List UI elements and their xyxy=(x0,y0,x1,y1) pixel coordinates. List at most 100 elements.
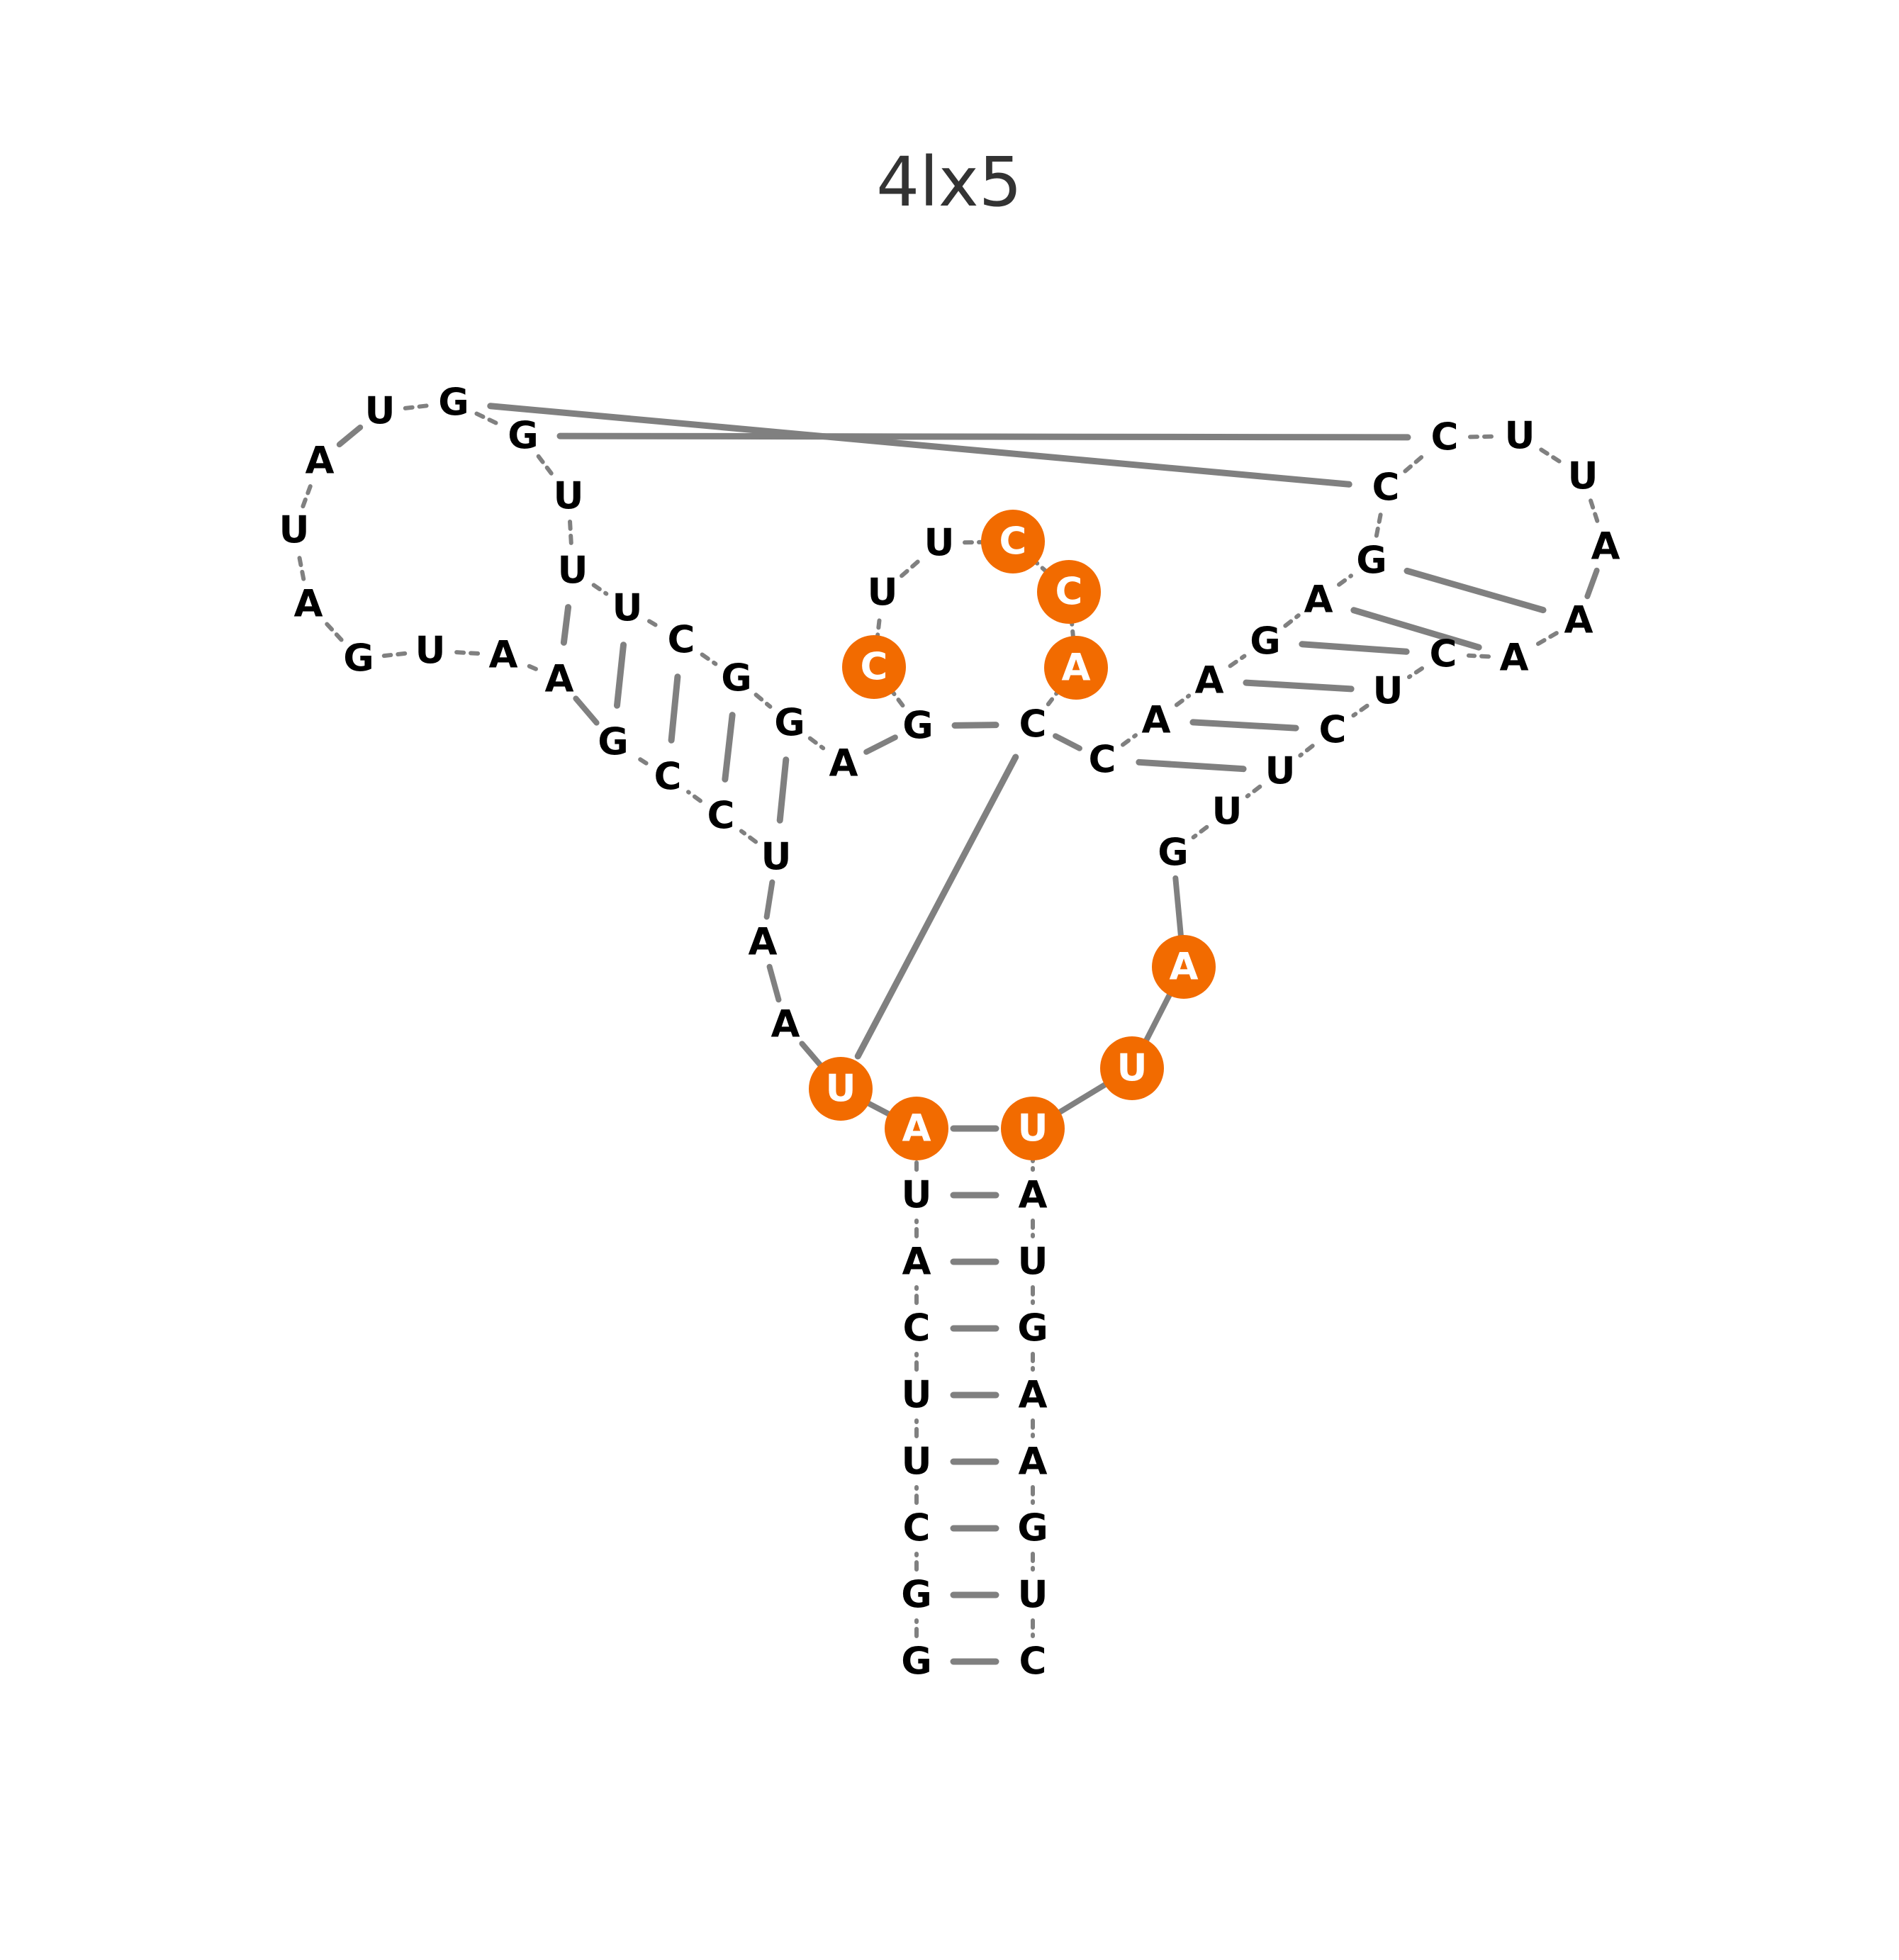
backbone-link xyxy=(1298,744,1315,758)
backbone-link xyxy=(1403,452,1428,474)
backbone-link xyxy=(1534,631,1559,647)
nucleotide-label: U xyxy=(1017,1574,1048,1617)
nucleotide: C xyxy=(1430,633,1457,676)
nucleotide-label: A xyxy=(1194,659,1223,702)
base-pair-bond xyxy=(1404,567,1547,614)
nucleotide-label: G xyxy=(1250,620,1281,663)
nucleotide: A xyxy=(488,634,517,677)
nucleotide-label: A xyxy=(305,439,334,483)
base-pair-bond xyxy=(556,432,1411,441)
nucleotide: C xyxy=(1089,739,1116,782)
nucleotide-highlight-marker xyxy=(885,1097,948,1160)
nucleotide-label: G xyxy=(1158,831,1189,875)
backbone-link xyxy=(1245,784,1262,799)
backbone-link xyxy=(1351,703,1369,718)
nucleotide-label: U xyxy=(1265,750,1295,793)
nucleotide: A xyxy=(1564,599,1593,642)
backbone-link xyxy=(766,963,782,1003)
nucleotide: A xyxy=(1141,699,1170,742)
diagram-title: 4lx5 xyxy=(876,142,1022,222)
nucleotide: A xyxy=(1591,525,1620,569)
highlighted-nucleotide: A xyxy=(1044,636,1108,700)
base-pair-bond xyxy=(560,604,572,646)
nucleotide: C xyxy=(1431,416,1459,459)
nucleotide: C xyxy=(903,1307,931,1350)
nucleotide: G xyxy=(508,415,539,458)
nucleotide-label: U xyxy=(825,1068,856,1111)
nucleotide-label: A xyxy=(748,921,777,964)
nucleotide: A xyxy=(1499,637,1528,680)
nucleotide-label: U xyxy=(1504,415,1535,458)
nucleotide-label: A xyxy=(771,1003,800,1046)
nucleotide: U xyxy=(901,1374,931,1417)
highlighted-nucleotide: C xyxy=(981,510,1045,573)
nucleotide-label: A xyxy=(293,583,323,626)
base-pair-bond xyxy=(776,756,790,824)
nucleotide: G xyxy=(721,657,752,700)
nucleotide-label: G xyxy=(1356,539,1387,583)
nucleotide-highlight-marker xyxy=(1001,1097,1065,1160)
nucleotide-label: A xyxy=(902,1107,931,1150)
highlighted-nucleotide: U xyxy=(1100,1036,1164,1100)
highlighted-nucleotide: C xyxy=(842,635,906,699)
nucleotide-label: G xyxy=(1017,1507,1048,1550)
base-pair-bond xyxy=(722,712,736,783)
nucleotide-label: C xyxy=(1431,416,1459,459)
nucleotide: G xyxy=(1017,1507,1048,1550)
backbone-link xyxy=(632,754,649,766)
nucleotide-label: C xyxy=(707,795,735,838)
base-pair-bond xyxy=(1189,719,1299,732)
nucleotide-highlight-marker xyxy=(981,510,1045,573)
nucleotide-highlight-marker xyxy=(1152,935,1216,999)
nucleotide: C xyxy=(1019,1640,1047,1684)
backbone-link xyxy=(381,651,408,659)
nucleotide: G xyxy=(902,705,934,748)
nucleotide: U xyxy=(1017,1574,1048,1617)
nucleotide-label: G xyxy=(598,721,629,764)
nucleotide-label: U xyxy=(901,1374,931,1417)
nucleotide: U xyxy=(557,549,588,593)
base-pair-bond xyxy=(668,673,681,744)
nucleotide-label: A xyxy=(1591,525,1620,569)
nucleotide-label: G xyxy=(343,637,374,681)
base-pair-bond xyxy=(1243,679,1355,693)
nucleotide: U xyxy=(901,1440,931,1484)
nucleotide: C xyxy=(668,619,695,662)
nucleotide: A xyxy=(748,921,777,964)
backbone-link xyxy=(763,879,775,920)
backbone-link xyxy=(536,454,556,478)
backbone-link xyxy=(900,557,922,578)
backbone-link xyxy=(403,403,431,410)
nucleotide: G xyxy=(598,721,629,764)
nucleotide-label: U xyxy=(557,549,588,593)
nucleotide-label: G xyxy=(438,381,469,425)
nucleotide-label: U xyxy=(761,836,791,879)
backbone-link xyxy=(1120,733,1138,747)
nucleotide-label: U xyxy=(415,629,445,673)
nucleotide-label: G xyxy=(901,1574,932,1617)
nucleotide-label: C xyxy=(1089,739,1116,782)
nucleotide-label: U xyxy=(901,1440,931,1484)
nucleotide-label: A xyxy=(488,634,517,677)
nucleotide-label: G xyxy=(721,657,752,700)
nucleotide-label: A xyxy=(1304,578,1333,622)
backbone-link xyxy=(525,663,538,671)
nucleotide-label: C xyxy=(1319,709,1347,752)
nucleotide: U xyxy=(612,587,642,630)
backbone-link xyxy=(573,695,600,726)
base-pairs xyxy=(487,403,1547,1665)
backbone-link xyxy=(646,619,662,629)
nucleotide: C xyxy=(654,756,682,799)
backbone-link xyxy=(1051,1078,1114,1119)
nucleotide: A xyxy=(1018,1374,1047,1417)
nucleotide: C xyxy=(1019,703,1047,746)
nucleotide: G xyxy=(774,702,805,745)
nucleotide-label: U xyxy=(867,571,897,615)
nucleotide-label: A xyxy=(829,742,858,785)
nucleotide-label: C xyxy=(1019,703,1047,746)
backbone-link xyxy=(1374,510,1384,538)
nucleotide-label: C xyxy=(1055,571,1083,614)
nucleotide-label: A xyxy=(544,658,573,701)
backbone-link xyxy=(301,482,313,509)
